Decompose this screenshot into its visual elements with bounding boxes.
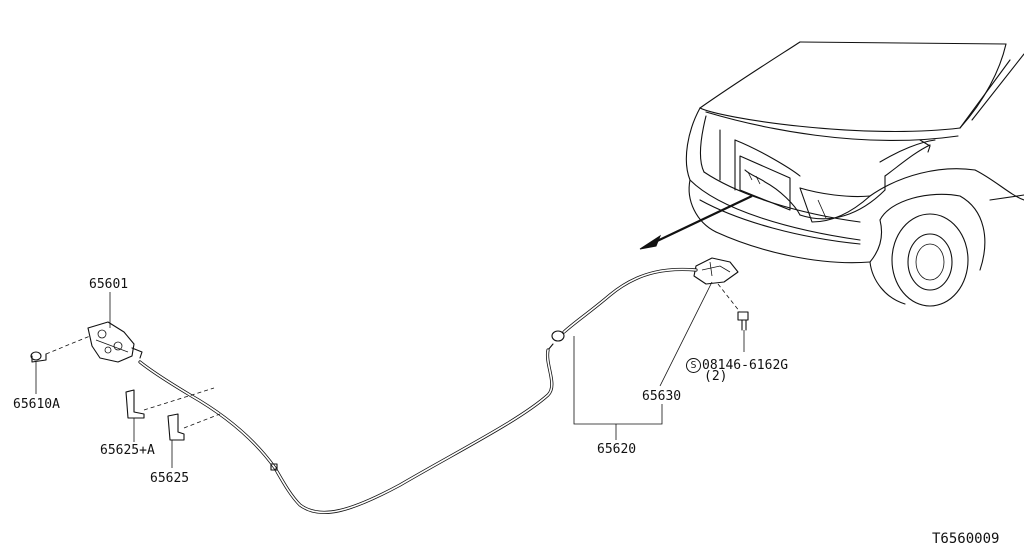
part-label-hood-lock: 65601 — [89, 277, 129, 292]
part-label-clip: 65625 — [150, 471, 190, 486]
figure-code: T6560009 — [932, 531, 1000, 547]
vehicle-front-illustration — [685, 41, 1024, 307]
clip-drawing — [167, 413, 221, 441]
lock-bolt-drawing — [30, 335, 91, 363]
part-label-cable-assembly: 65620 — [597, 442, 637, 457]
part-label-clip-a: 65625+A — [100, 443, 155, 458]
standard-part-symbol: S — [686, 358, 701, 373]
location-arrow — [639, 195, 753, 250]
hood-release-cable — [138, 267, 698, 515]
clip-a-drawing — [125, 387, 215, 419]
bolt-code-text: 08146-6162G — [702, 358, 789, 373]
part-label-release-handle: 65630 — [642, 389, 682, 404]
part-label-lock-bolt: 65610A — [13, 397, 60, 412]
release-handle-drawing — [693, 257, 749, 331]
bolt-quantity: (2) — [704, 369, 728, 384]
hood-lock-drawing — [87, 321, 143, 363]
leader-lines — [35, 281, 745, 468]
